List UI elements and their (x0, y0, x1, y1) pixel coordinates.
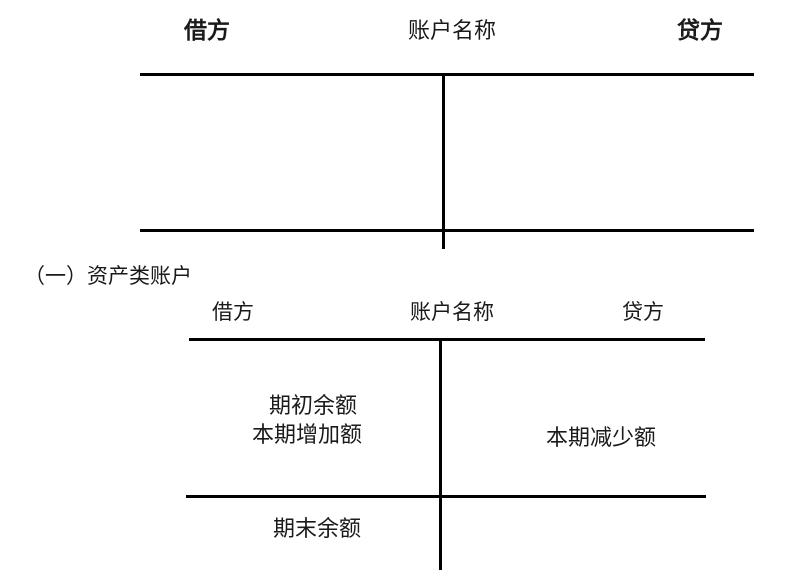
blank-account-top-rule (140, 73, 754, 76)
asset-account-ending-balance-label: 期末余额 (272, 516, 362, 541)
blank-account-center-divider (442, 73, 445, 249)
asset-account-closing-rule (186, 495, 706, 498)
asset-account-name-header: 账户名称 (410, 300, 494, 324)
asset-account-credit-header: 贷方 (622, 300, 664, 324)
asset-account-top-rule (189, 338, 705, 341)
blank-account-debit-header: 借方 (184, 18, 230, 43)
asset-account-debit-header: 借方 (212, 300, 254, 324)
asset-account-opening-balance-label: 期初余额 (268, 393, 358, 418)
asset-account-period-decrease-label: 本期减少额 (545, 425, 657, 450)
blank-account-bottom-rule (140, 229, 754, 232)
section-caption: （一）资产类账户 (24, 264, 192, 288)
asset-account-period-increase-label: 本期增加额 (251, 422, 363, 447)
blank-account-name-header: 账户名称 (407, 18, 497, 43)
blank-account-credit-header: 贷方 (677, 18, 723, 43)
asset-account-center-divider (439, 338, 442, 570)
